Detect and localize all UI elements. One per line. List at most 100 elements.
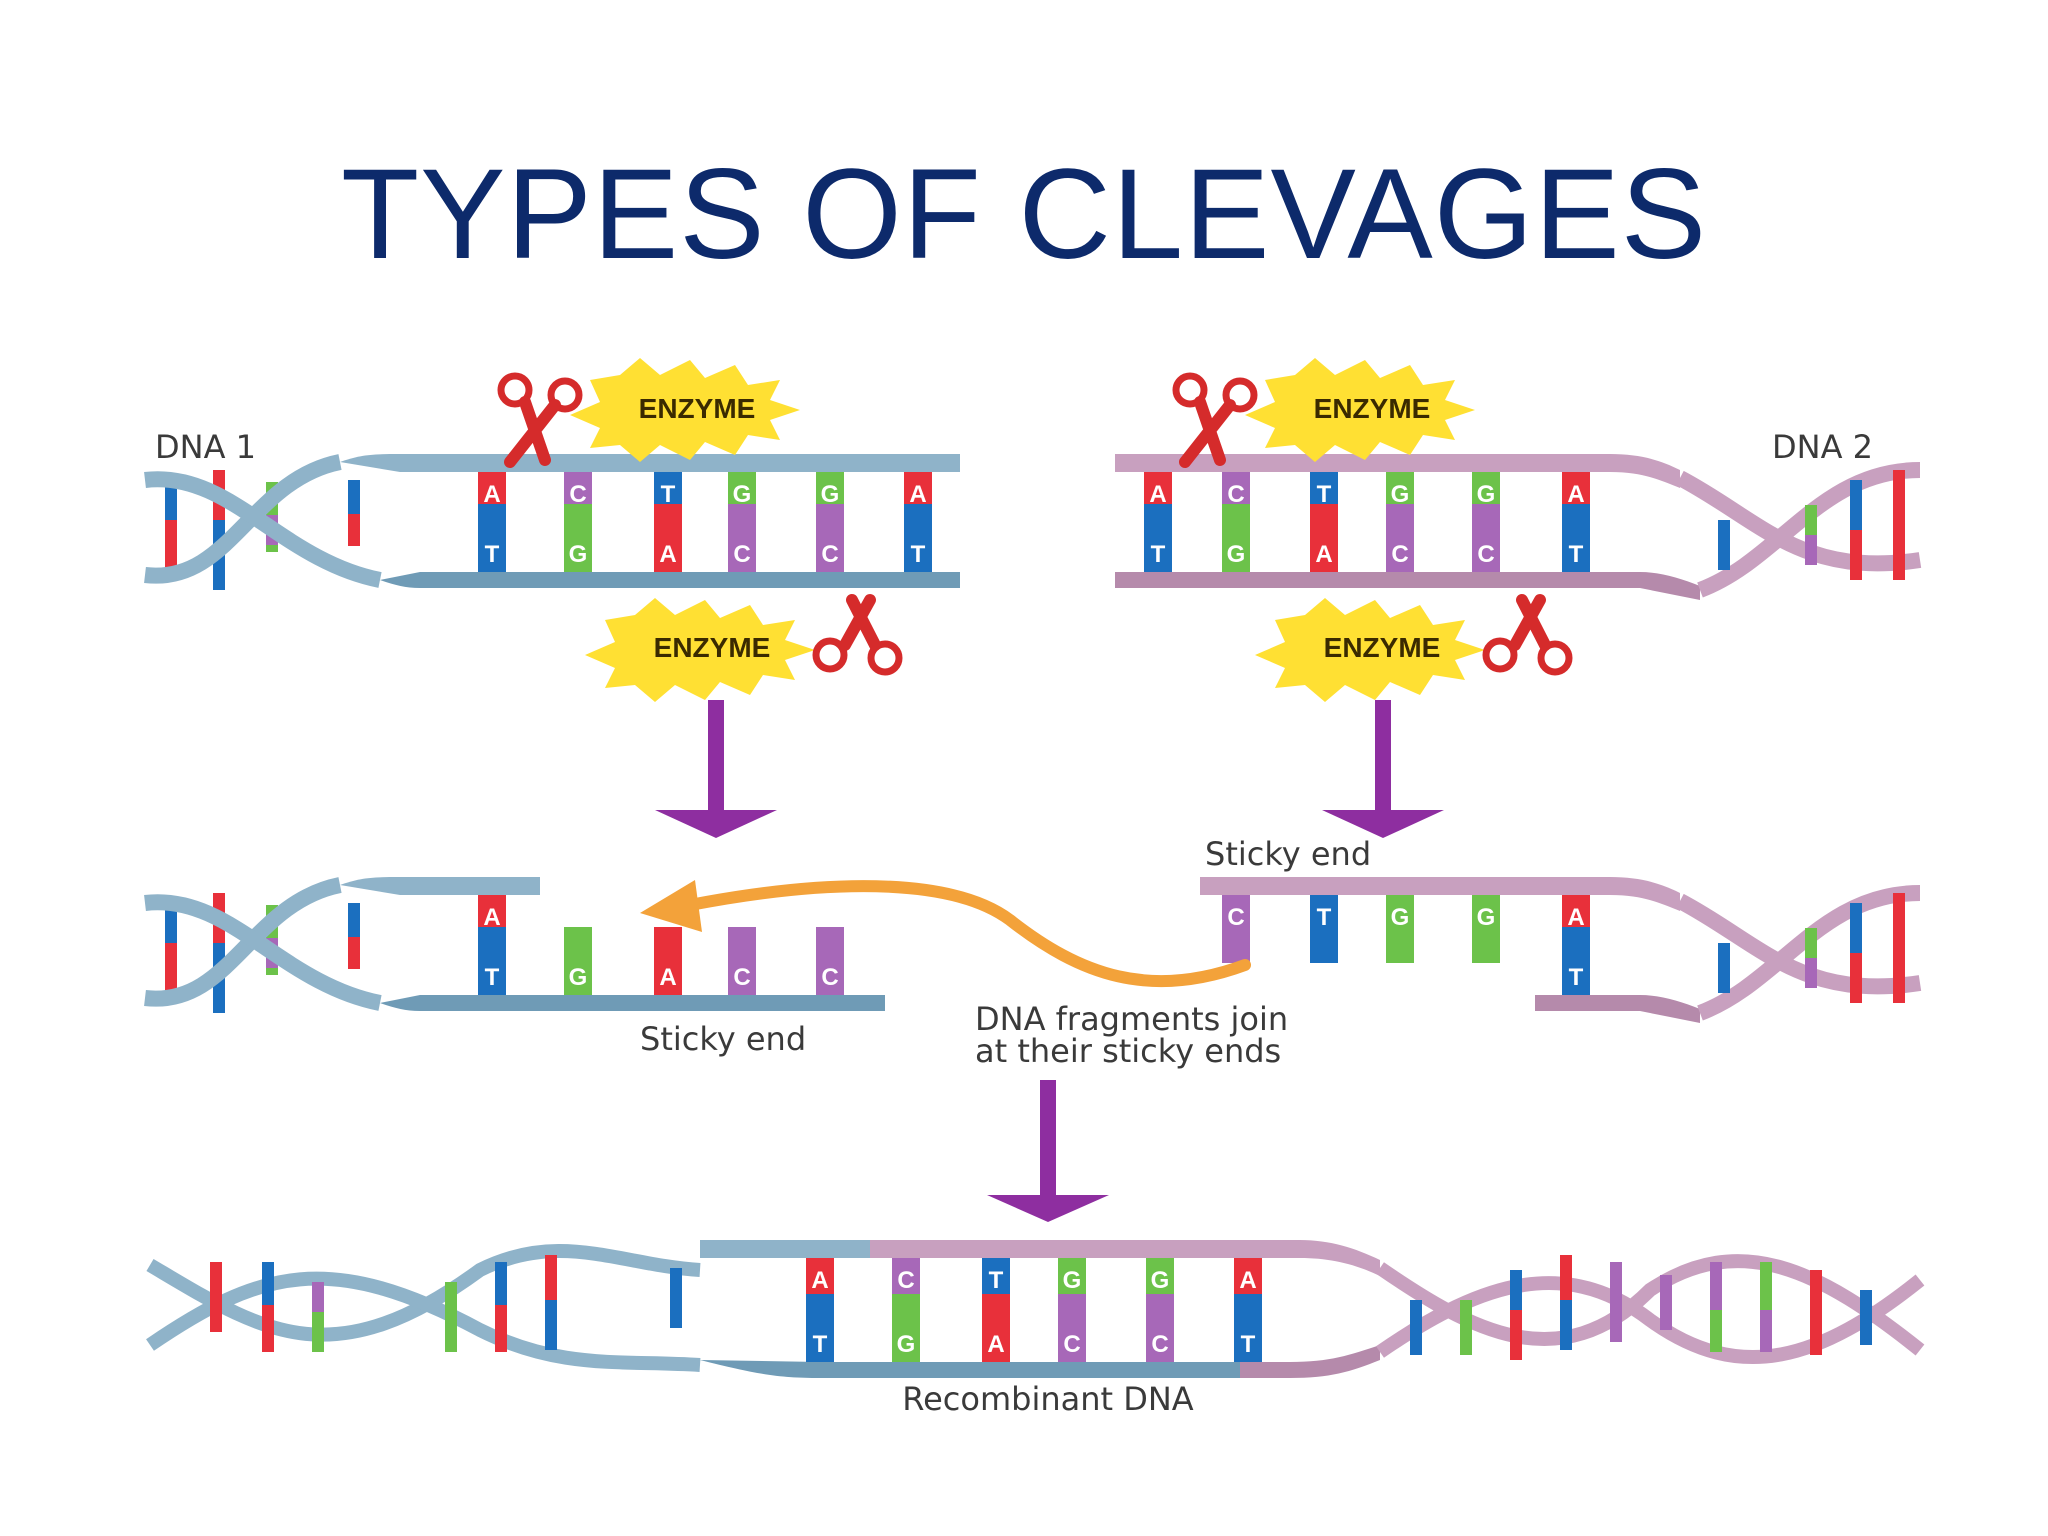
base-c	[1146, 1294, 1174, 1362]
base-letter: G	[1227, 541, 1246, 568]
enzyme-dna2-top: ENZYME	[1245, 358, 1475, 462]
base-letter: T	[1317, 481, 1332, 508]
base-t	[1310, 895, 1338, 963]
recombinant-helix-left	[146, 1244, 701, 1372]
dna1-label: DNA 1	[155, 428, 256, 466]
base-a	[982, 1294, 1010, 1362]
base-c	[1472, 504, 1500, 572]
dna2-base-pairs: A T C G T A G C G C A T	[1144, 472, 1590, 572]
dna1-sticky-bases: A T G A C C	[478, 895, 844, 995]
enzyme-label: ENZYME	[1324, 632, 1441, 663]
base-letter: A	[811, 1267, 828, 1294]
base-letter: C	[733, 964, 750, 991]
base-letter: A	[659, 541, 676, 568]
scissors-icon	[1172, 372, 1258, 468]
base-letter: A	[1149, 481, 1166, 508]
base-g	[892, 1294, 920, 1362]
base-c	[816, 504, 844, 572]
base-letter: C	[821, 964, 838, 991]
dna1-cut-fragment: A T G A C C	[144, 877, 885, 1013]
enzyme-label: ENZYME	[654, 632, 771, 663]
base-letter: G	[569, 964, 588, 991]
base-a	[1310, 504, 1338, 572]
base-letter: G	[1477, 904, 1496, 931]
base-t	[1562, 927, 1590, 995]
base-c	[1386, 504, 1414, 572]
dna2-bottom-backbone	[1115, 572, 1700, 600]
base-letter: G	[821, 481, 840, 508]
scissors-icon	[497, 372, 583, 468]
join-caption-line2: at their sticky ends	[975, 1032, 1281, 1070]
base-letter: T	[1151, 541, 1166, 568]
sticky-end-label-dna2: Sticky end	[1205, 835, 1371, 873]
base-g	[1386, 895, 1414, 963]
base-letter: T	[1569, 964, 1584, 991]
base-letter: C	[897, 1267, 914, 1294]
enzyme-label: ENZYME	[1314, 393, 1431, 424]
dna2-original: A T C G T A G C G C A T	[1115, 454, 1922, 600]
dna1-helix-left	[144, 454, 382, 590]
join-arrow-icon	[640, 880, 1251, 988]
base-g	[564, 504, 592, 572]
dna2-helix-right	[1676, 462, 1922, 598]
dna2-fragment-helix	[1676, 885, 1922, 1021]
base-letter: C	[821, 541, 838, 568]
base-letter: C	[1391, 541, 1408, 568]
dna1-bottom-backbone	[380, 572, 960, 588]
enzyme-dna2-bottom: ENZYME	[1255, 598, 1485, 702]
arrow-down-icon	[1322, 700, 1444, 838]
base-letter: T	[1241, 1331, 1256, 1358]
enzyme-dna1-bottom: ENZYME	[585, 598, 815, 702]
base-letter: G	[569, 541, 588, 568]
slide-title: TYPES OF CLEVAGES	[340, 143, 1708, 286]
base-letter: G	[1063, 1267, 1082, 1294]
base-c	[728, 504, 756, 572]
join-caption-line1: DNA fragments join	[975, 1000, 1288, 1038]
base-letter: A	[987, 1331, 1004, 1358]
base-letter: G	[1477, 481, 1496, 508]
base-t	[1562, 504, 1590, 572]
dna1-fragment-helix	[144, 877, 382, 1013]
base-c	[1222, 895, 1250, 963]
base-letter: A	[483, 904, 500, 931]
base-c	[1058, 1294, 1086, 1362]
base-letter: T	[1317, 904, 1332, 931]
base-letter: T	[485, 541, 500, 568]
base-letter: T	[1569, 541, 1584, 568]
base-letter: T	[813, 1331, 828, 1358]
base-letter: A	[659, 964, 676, 991]
base-letter: T	[989, 1267, 1004, 1294]
base-letter: A	[1567, 481, 1584, 508]
base-letter: G	[1391, 481, 1410, 508]
arrow-down-icon	[655, 700, 777, 838]
base-letter: G	[1391, 904, 1410, 931]
base-letter: C	[1227, 481, 1244, 508]
base-letter: A	[909, 481, 926, 508]
base-letter: C	[569, 481, 586, 508]
base-letter: C	[1477, 541, 1494, 568]
arrow-down-icon	[987, 1080, 1109, 1222]
base-t	[806, 1294, 834, 1362]
enzyme-label: ENZYME	[639, 393, 756, 424]
base-a	[654, 927, 682, 995]
base-letter: C	[733, 541, 750, 568]
base-t	[904, 504, 932, 572]
base-letter: T	[661, 481, 676, 508]
base-letter: T	[485, 964, 500, 991]
base-letter: G	[897, 1331, 916, 1358]
sticky-end-label-dna1: Sticky end	[640, 1020, 806, 1058]
base-t	[1144, 504, 1172, 572]
enzyme-dna1-top: ENZYME	[570, 358, 800, 462]
scissors-icon	[812, 594, 903, 676]
base-letter: A	[1567, 904, 1584, 931]
base-letter: A	[1315, 541, 1332, 568]
base-g	[564, 927, 592, 995]
base-t	[478, 927, 506, 995]
base-t	[478, 504, 506, 572]
